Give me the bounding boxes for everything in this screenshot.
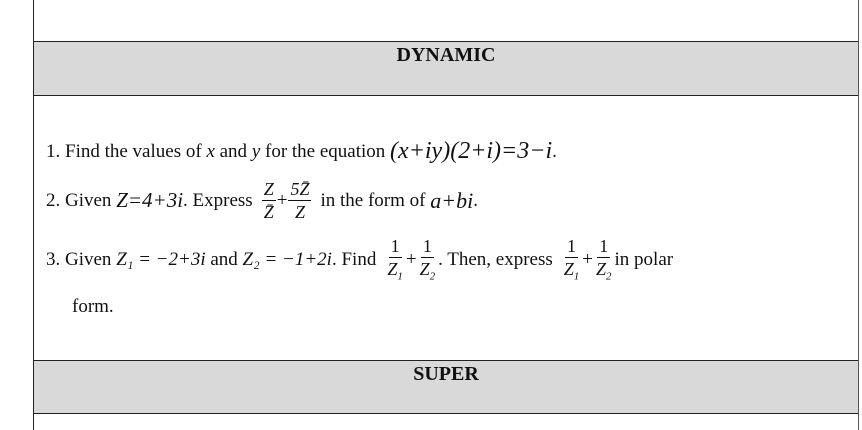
question-number: 2. [46,189,61,211]
section-title: DYNAMIC [396,44,496,66]
question-3: 3. Given Z₁ = −2+3i and Z₂ = −1+2i . Fin… [46,237,673,283]
equation: (x+iy)(2+i)=3−i [390,138,553,164]
fraction-5zbar-over-z: 5Z̄ Z [288,179,312,222]
question-number: 1. [46,140,61,162]
question-text: . Find [331,248,377,270]
question-text: Find the values of [65,140,202,162]
section-header-super: SUPER [34,360,858,414]
question-text: in polar [614,248,674,270]
question-3-continuation: form. [72,296,114,317]
fraction-1-over-z2: 1 Z2 [419,236,436,283]
plus-sign: + [405,248,417,270]
question-text: for the equation [265,140,386,162]
form-expression: a+bi [430,187,474,213]
section-title: SUPER [413,363,479,385]
conjunction: and [210,248,238,270]
fraction-1-over-z2: 1 Z2 [596,236,612,283]
question-text: Given [65,248,112,270]
fraction-1-over-z1: 1 Z1 [387,236,403,283]
section-header-dynamic: DYNAMIC [34,41,858,96]
fraction-1-over-z1: 1 Z1 [563,236,580,283]
plus-sign: + [582,248,593,270]
period: . [473,189,478,211]
question-text: Given [65,189,112,211]
question-number: 3. [46,248,61,270]
question-2: 2. Given Z=4+3i . Express Z Z̄ + 5Z̄ Z i… [46,180,478,221]
z2-definition: Z₂ = −1+2i [242,248,332,270]
z1-definition: Z₁ = −2+3i [116,248,206,270]
plus-sign: + [276,189,288,211]
variable-y: y [251,140,261,162]
question-text: . Then, express [438,248,553,270]
equation: Z=4+3i [116,188,184,212]
question-text: . Express [183,189,253,211]
fraction-z-over-zbar: Z Z̄ [261,179,276,222]
question-text: in the form of [320,189,426,211]
question-1: 1. Find the values of x and y for the eq… [46,138,557,165]
variable-x: x [206,140,215,162]
period: . [552,140,557,162]
conjunction: and [219,140,248,162]
document-table: DYNAMIC 1. Find the values of x and y fo… [33,0,859,430]
